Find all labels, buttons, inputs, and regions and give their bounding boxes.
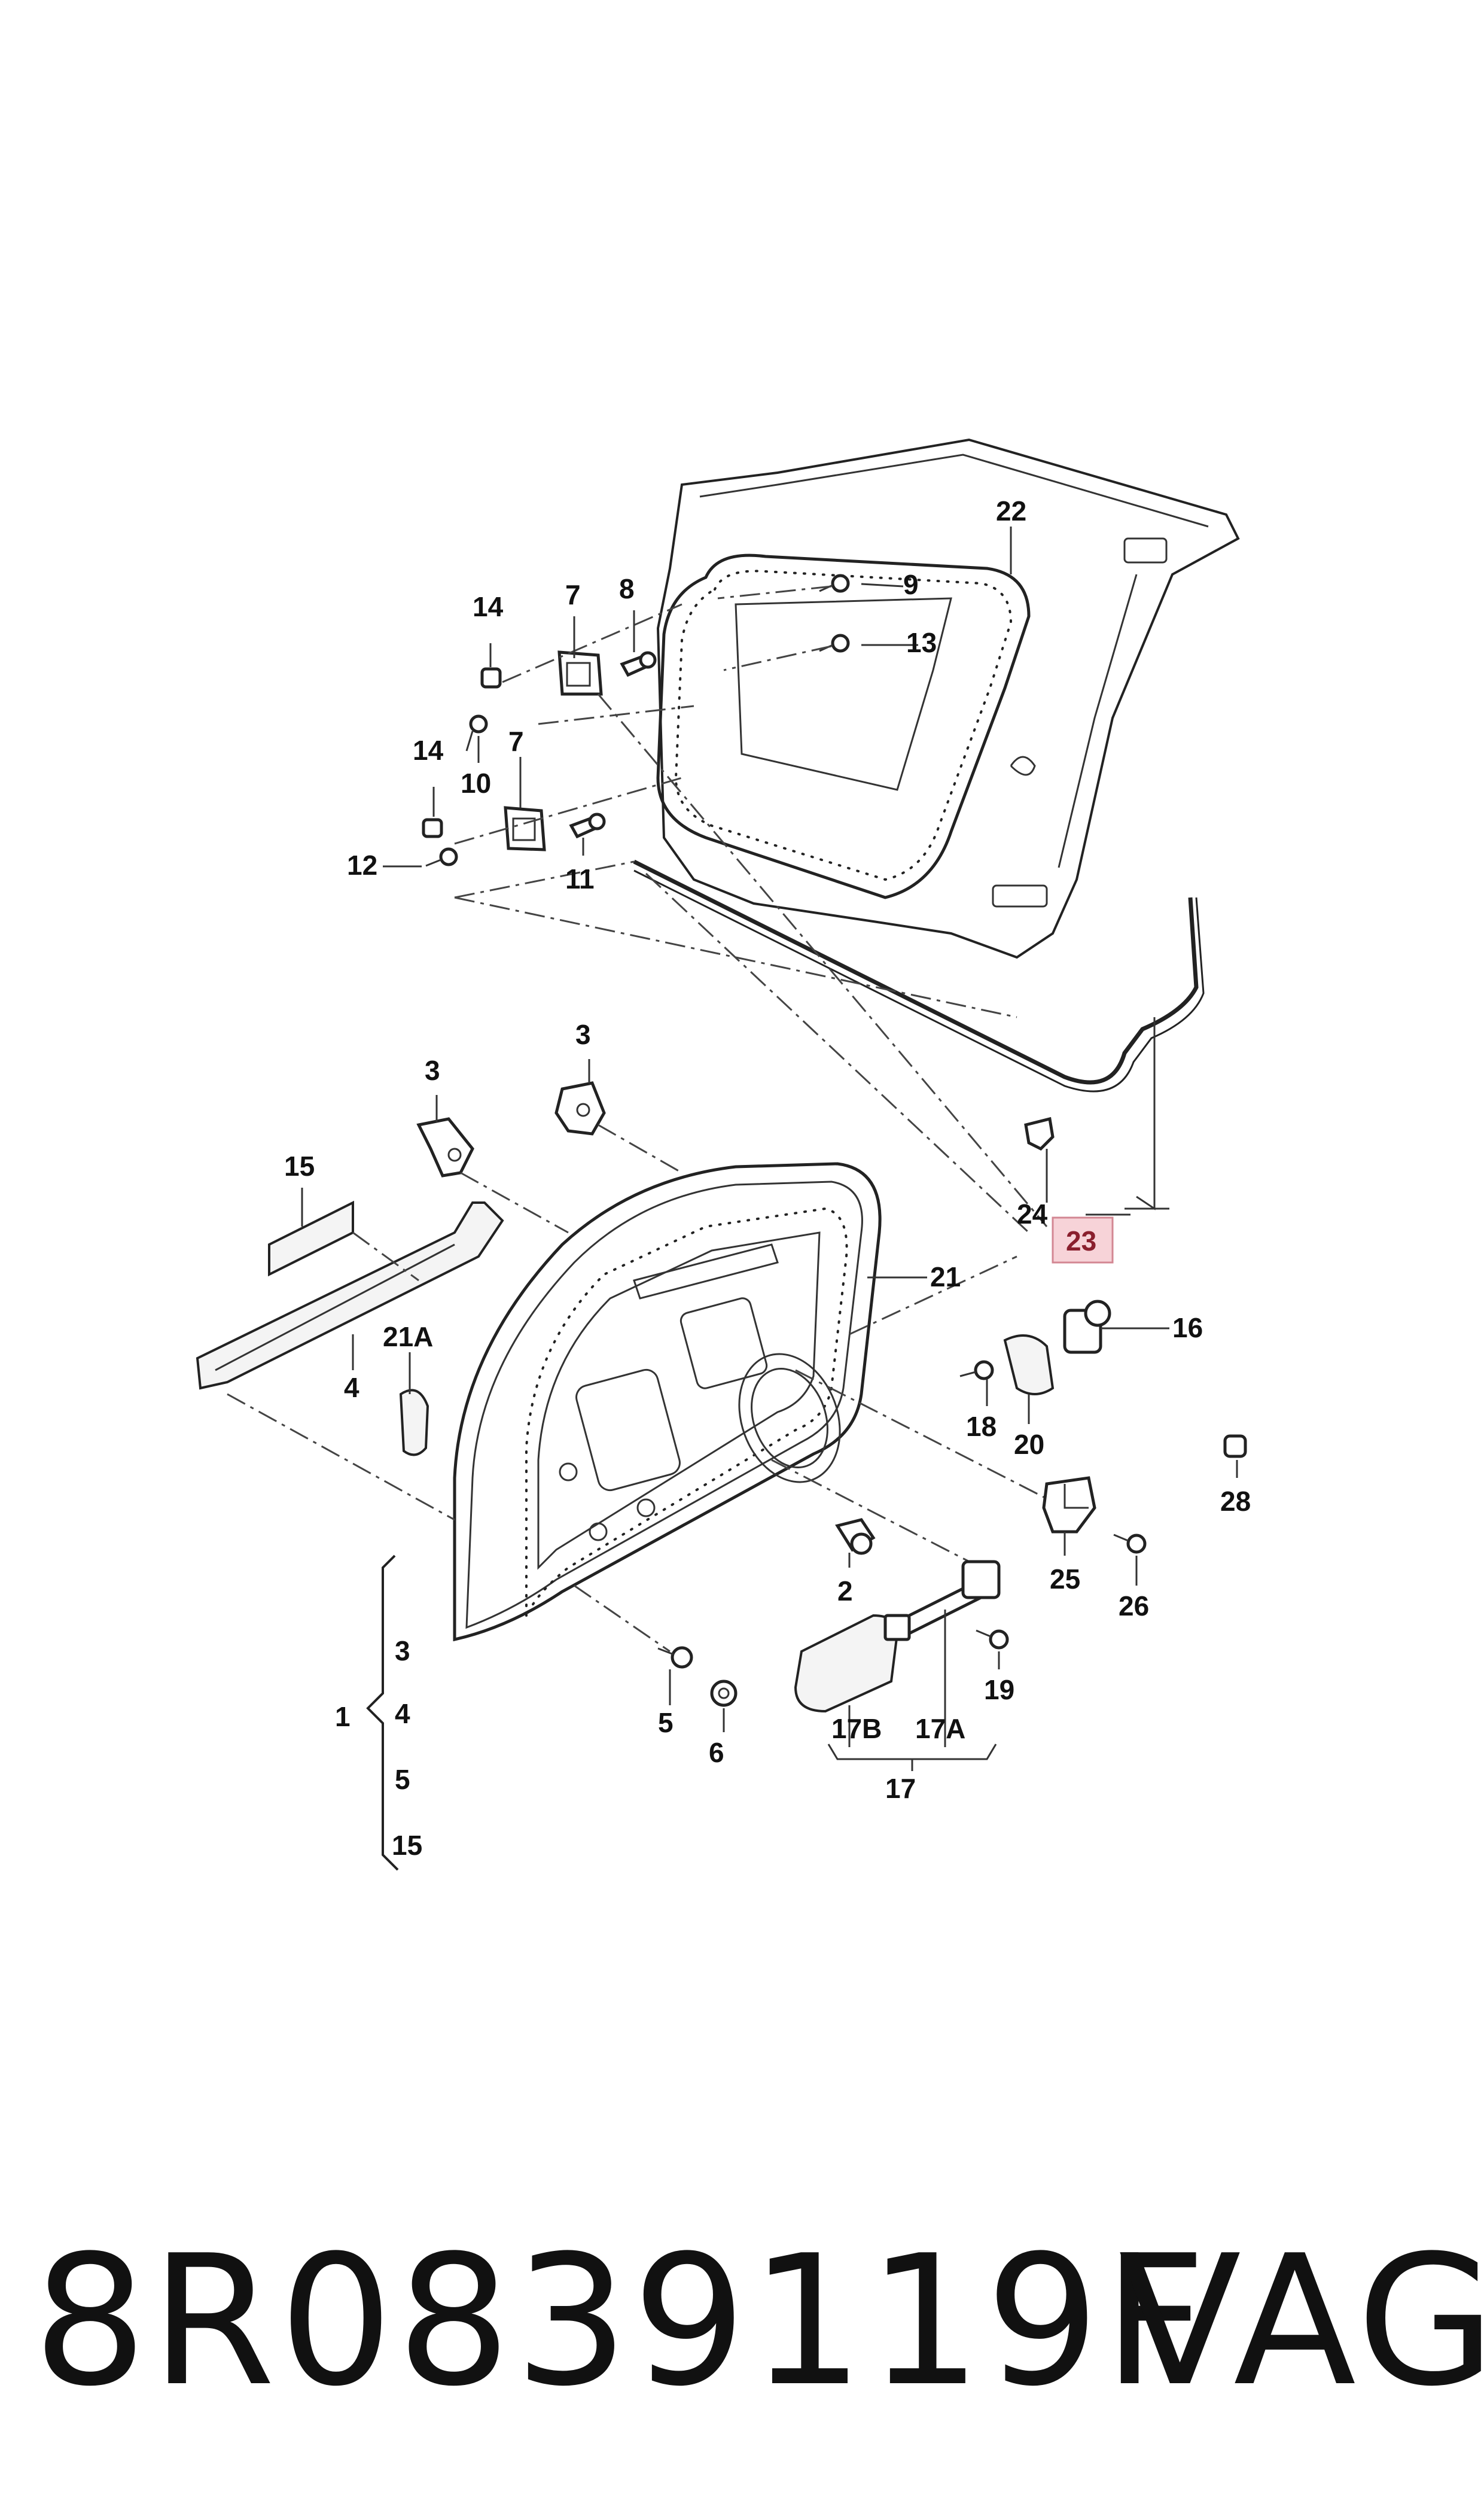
callout-24: 24: [1017, 1198, 1048, 1230]
door-reinforcement: [196, 1201, 504, 1390]
door-hinge-bracket-left: [416, 1117, 474, 1178]
callout-9: 9: [903, 569, 919, 600]
callout-15: 15: [284, 1151, 315, 1182]
callout-4: 4: [344, 1372, 359, 1403]
callout-21: 21: [930, 1261, 961, 1292]
callout-14-lower: 14: [413, 735, 444, 766]
door-hinge-bracket-right: [554, 1081, 606, 1136]
callout-25: 25: [1050, 1563, 1080, 1595]
highlight-box-23: [1052, 1216, 1114, 1264]
callout-6: 6: [709, 1737, 724, 1768]
callout-12: 12: [347, 850, 377, 881]
callout-13: 13: [906, 627, 937, 658]
group-item-4: 4: [395, 1698, 410, 1729]
door-check-strap: [794, 1560, 1001, 1713]
callout-26: 26: [1119, 1590, 1149, 1621]
label-plate: [268, 1200, 354, 1277]
brand-caption: VAG: [1119, 2217, 1484, 2426]
door-shell: [453, 1162, 882, 1642]
hinge-lower: [504, 806, 546, 851]
callout-8: 8: [619, 573, 635, 604]
upper-leader-lines: [454, 585, 1048, 1234]
door-aperture-seal: [656, 553, 1031, 899]
callout-3-left: 3: [425, 1055, 440, 1086]
body-side-panel: [656, 438, 1240, 959]
door-seal-strip: [633, 859, 1205, 1093]
callout-19: 19: [984, 1674, 1014, 1705]
callout-23: 23: [1066, 1225, 1096, 1257]
callout-16: 16: [1172, 1312, 1203, 1343]
group-item-3: 3: [395, 1635, 410, 1666]
callout-11: 11: [565, 863, 595, 895]
end-cap: [399, 1389, 429, 1456]
group-item-5: 5: [395, 1764, 410, 1795]
callout-14-upper: 14: [473, 591, 504, 622]
callout-22: 22: [996, 495, 1026, 527]
callout-5: 5: [658, 1707, 674, 1738]
callout-7-upper: 7: [565, 579, 581, 610]
callout-18: 18: [966, 1411, 997, 1442]
door-seal-leaders: [227, 1124, 1065, 1653]
striker-and-clips: [959, 1116, 1247, 1650]
callout-3-right: 3: [575, 1019, 591, 1050]
callout-1: 1: [335, 1701, 351, 1732]
callout-7-lower: 7: [508, 726, 524, 757]
callout-21a: 21A: [383, 1321, 433, 1352]
callout-2: 2: [837, 1575, 853, 1607]
callout-20: 20: [1014, 1429, 1044, 1460]
callout-leaders: [301, 527, 1238, 1771]
group-bracket: [366, 1554, 399, 1871]
hinge-fasteners: [422, 574, 850, 867]
callout-17a: 17A: [915, 1713, 965, 1744]
part-number-caption: 8R0839119F: [33, 2217, 1210, 2426]
callout-10: 10: [461, 768, 491, 799]
callout-17b: 17B: [831, 1713, 882, 1744]
group-item-15: 15: [392, 1830, 422, 1861]
hinge-upper: [557, 650, 603, 696]
door-bolts: [657, 1518, 876, 1707]
callout-28: 28: [1220, 1486, 1251, 1517]
callout-17: 17: [885, 1773, 916, 1804]
